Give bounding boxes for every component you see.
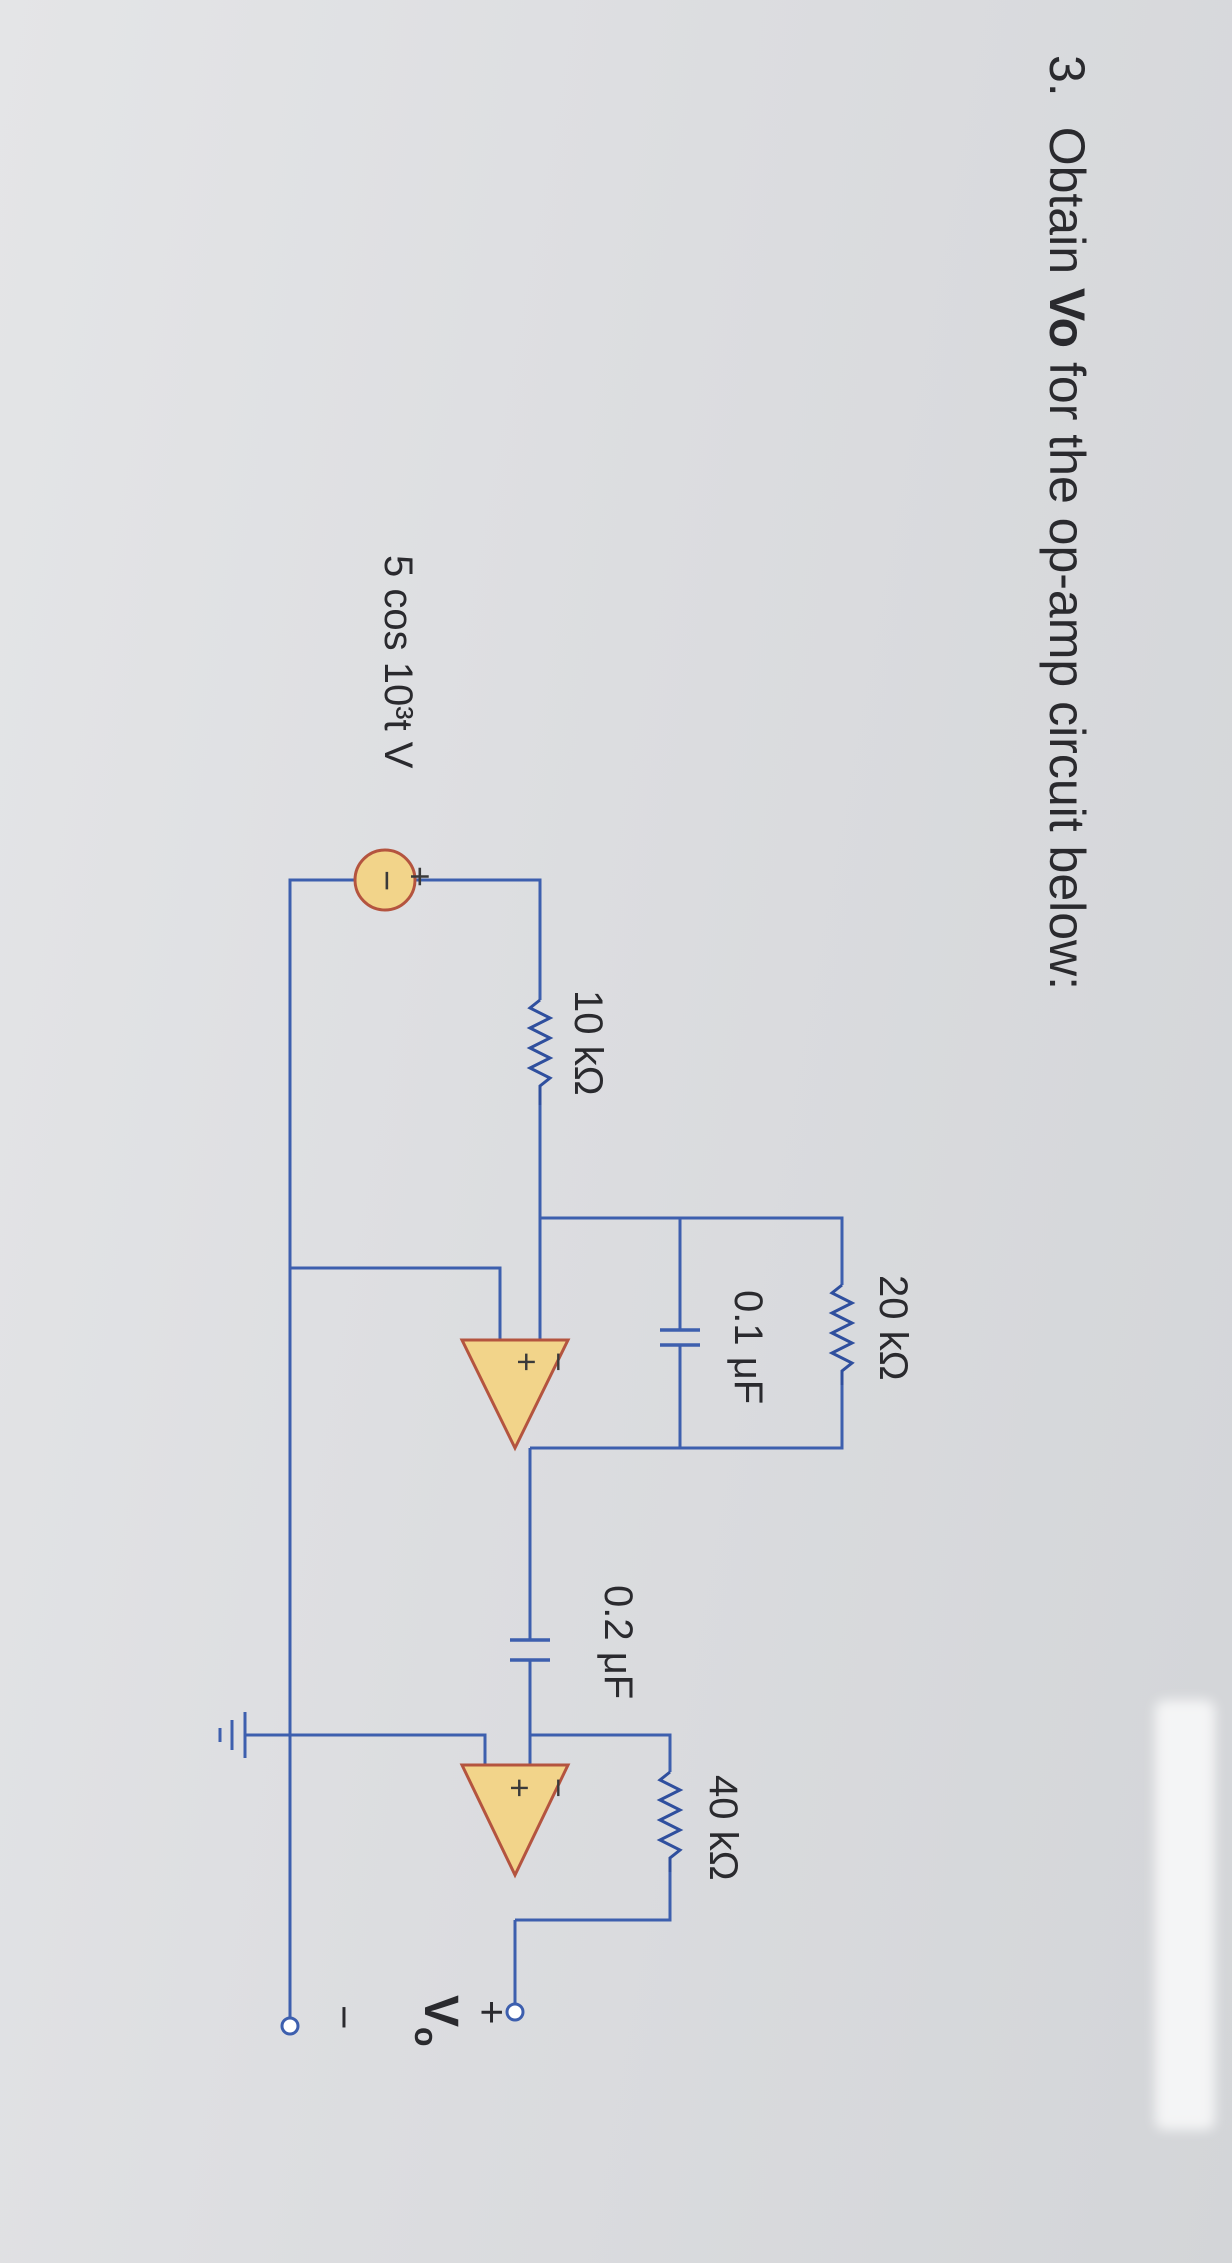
output-plus: + xyxy=(469,2000,516,2025)
capacitor-0-1uF xyxy=(660,1328,700,1347)
svg-text:−: − xyxy=(367,870,408,891)
svg-text:+: + xyxy=(400,866,441,887)
resistor-20k xyxy=(828,1283,856,1385)
capacitor-0-2uF xyxy=(510,1638,550,1662)
problem-statement: 3.Obtain Vo for the op-amp circuit below… xyxy=(1039,55,1095,990)
svg-text:+: + xyxy=(500,1778,538,1798)
ground-symbol xyxy=(218,1712,247,1758)
resistor-40k xyxy=(656,1770,684,1872)
output-minus: − xyxy=(321,2005,368,2030)
label-r-10k: 10 kΩ xyxy=(566,990,610,1096)
output-terminals xyxy=(280,2002,525,2036)
label-c-0-1uF: 0.1 μF xyxy=(726,1290,770,1404)
label-source: 5 cos 10³t V xyxy=(376,555,420,769)
svg-text:−: − xyxy=(539,1778,577,1798)
label-r-40k: 40 kΩ xyxy=(701,1775,745,1881)
wires xyxy=(245,878,844,2018)
problem-number: 3. xyxy=(1039,55,1095,97)
screen-glare xyxy=(1155,1700,1215,2130)
output-label: Vo xyxy=(408,1995,467,2047)
opamp-1: − + xyxy=(459,1338,577,1452)
svg-text:−: − xyxy=(539,1352,577,1372)
opamp-2: − + xyxy=(459,1763,577,1879)
label-c-0-2uF: 0.2 μF xyxy=(596,1585,640,1699)
svg-text:+: + xyxy=(507,1352,545,1372)
voltage-source: + − xyxy=(353,848,441,912)
label-r-20k: 20 kΩ xyxy=(871,1275,915,1381)
resistor-10k xyxy=(526,998,554,1105)
